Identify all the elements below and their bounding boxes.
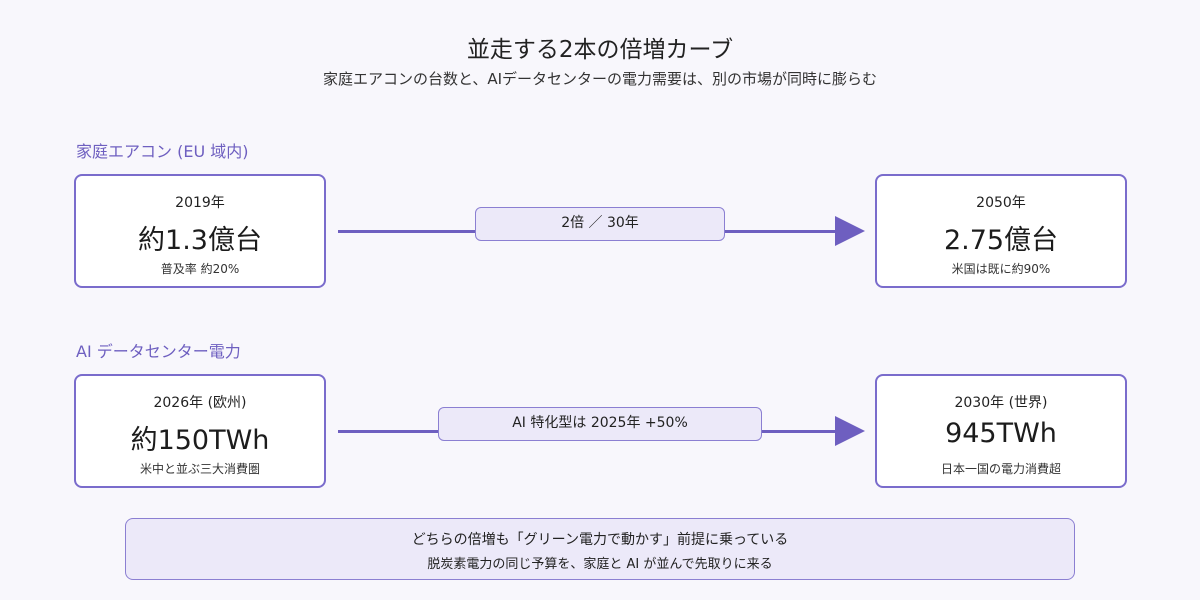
ai-growth-pill: AI 特化型は 2025年 +50% [438,407,762,441]
row-label-ai-datacenter: AI データセンター電力 [76,342,241,361]
aircon-end-value: 2.75億台 [943,225,1059,256]
ai-start-value: 約150TWh [130,425,270,456]
conclusion-box: どちらの倍増も「グリーン電力で動かす」前提に乗っている 脱炭素電力の同じ予算を、… [125,518,1075,580]
aircon-arrowhead-icon [835,216,865,246]
aircon-start-box: 2019年 約1.3億台 普及率 約20% [74,174,326,288]
ai-end-value: 945TWh [945,418,1057,449]
ai-start-year: 2026年 (欧州) [153,395,247,411]
diagram-title: 並走する2本の倍増カーブ [466,37,734,63]
aircon-end-note: 米国は既に約90% [951,262,1051,276]
ai-end-box: 2030年 (世界) 945TWh 日本一国の電力消費超 [875,374,1127,488]
aircon-growth-pill: 2倍 ／ 30年 [475,207,725,241]
aircon-start-year: 2019年 [175,195,225,211]
ai-start-note: 米中と並ぶ三大消費圏 [139,462,260,476]
ai-end-note: 日本一国の電力消費超 [940,462,1061,476]
ai-end-year: 2030年 (世界) [954,395,1048,411]
conclusion-line-2: 脱炭素電力の同じ予算を、家庭と AI が並んで先取りに来る [427,557,773,572]
conclusion-line-1: どちらの倍増も「グリーン電力で動かす」前提に乗っている [411,532,789,548]
diagram-subtitle: 家庭エアコンの台数と、AIデータセンターの電力需要は、別の市場が同時に膨らむ [322,70,878,88]
row-label-aircon: 家庭エアコン (EU 域内) [76,142,249,161]
ai-start-box: 2026年 (欧州) 約150TWh 米中と並ぶ三大消費圏 [74,374,326,488]
aircon-start-value: 約1.3億台 [138,225,262,256]
aircon-end-year: 2050年 [976,195,1026,211]
aircon-end-box: 2050年 2.75億台 米国は既に約90% [875,174,1127,288]
aircon-start-note: 普及率 約20% [160,262,240,276]
ai-arrowhead-icon [835,416,865,446]
